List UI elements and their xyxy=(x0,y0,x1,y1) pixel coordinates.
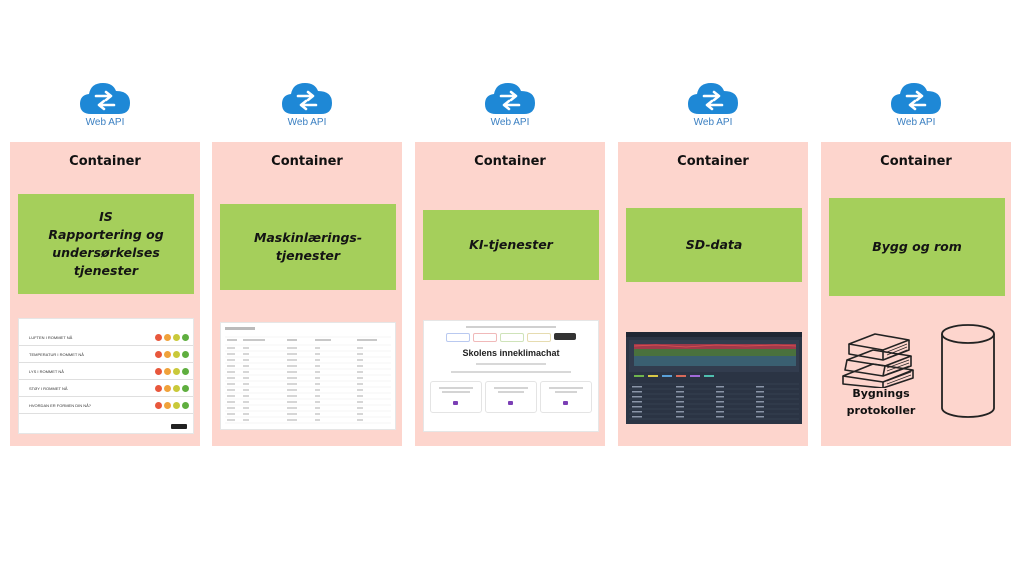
ki-chat-title: Skolens inneklimachat xyxy=(462,348,560,358)
web-api: Web API xyxy=(212,80,402,132)
cloud-api-icon xyxy=(485,83,535,114)
web-api: Web API xyxy=(415,80,605,132)
sd-dashboard-graphic xyxy=(626,332,802,420)
suggestion-card xyxy=(430,381,482,413)
container-title: Container xyxy=(271,154,343,169)
container-box: Container IS Rapportering og undersørkel… xyxy=(10,142,200,446)
container-box: Container Bygg og rom xyxy=(821,142,1011,446)
suggestion-card xyxy=(485,381,537,413)
service-line: undersørkelses xyxy=(52,245,160,260)
ki-chips xyxy=(424,333,598,342)
ki-suggestion-cards xyxy=(424,381,598,413)
container-title: Container xyxy=(677,154,749,169)
service-line: IS xyxy=(99,208,113,224)
service-label: KI-tjenester xyxy=(423,210,599,280)
ki-chat-screenshot: Skolens inneklimachat xyxy=(423,320,599,432)
ml-table-graphic xyxy=(225,327,391,424)
service-label: Bygg og rom xyxy=(829,198,1005,296)
container-box: Container SD-data xyxy=(618,142,808,446)
container-title: Container xyxy=(69,154,141,169)
web-api-label: Web API xyxy=(896,117,936,128)
building-protocols-label: Bygnings protokoller xyxy=(846,387,916,418)
service-line: Rapportering og xyxy=(48,226,164,242)
survey-screenshot: LUFTEN I ROMMET NÅ TEMPERATUR I ROMMET N… xyxy=(18,318,194,434)
container-title: Container xyxy=(474,154,546,169)
service-line: SD-data xyxy=(685,236,743,252)
survey-row: STØY I ROMMET NÅ xyxy=(19,380,193,397)
survey-row: TEMPERATUR I ROMMET NÅ xyxy=(19,346,193,363)
suggestion-card xyxy=(540,381,592,413)
web-api-label: Web API xyxy=(287,117,327,128)
survey-row: HVORDAN ER FORMEN DIN NÅ? xyxy=(19,397,193,414)
ml-table-screenshot xyxy=(220,322,396,430)
books-icon xyxy=(842,333,914,388)
web-api: Web API xyxy=(618,80,808,132)
cloud-api-icon xyxy=(891,83,941,114)
container-title: Container xyxy=(880,154,952,169)
web-api-label: Web API xyxy=(85,117,125,128)
service-line: KI-tjenester xyxy=(469,236,553,252)
web-api: Web API xyxy=(821,80,1011,132)
web-api-label: Web API xyxy=(693,117,733,128)
service-line: tjenester xyxy=(275,248,341,263)
survey-row: LUFTEN I ROMMET NÅ xyxy=(19,329,193,346)
cloud-api-icon xyxy=(688,83,738,114)
cloud-api-icon xyxy=(282,83,332,114)
service-line: Maskinlærings- xyxy=(253,229,363,245)
web-api-label: Web API xyxy=(490,117,530,128)
container-box: Container Maskinlærings- tjenester xyxy=(212,142,402,446)
service-label: SD-data xyxy=(626,208,802,282)
web-api: Web API xyxy=(10,80,200,132)
service-line: Bygg og rom xyxy=(872,238,962,254)
service-line: tjenester xyxy=(73,263,139,279)
sd-dashboard-screenshot xyxy=(626,332,802,424)
submit-button xyxy=(171,424,187,429)
survey-row: LYS I ROMMET NÅ xyxy=(19,363,193,380)
service-label: IS Rapportering og undersørkelses tjenes… xyxy=(18,194,194,294)
service-label: Maskinlærings- tjenester xyxy=(220,204,396,290)
container-box: Container KI-tjenester Skolens inneklima… xyxy=(415,142,605,446)
cloud-api-icon xyxy=(80,83,130,114)
database-cylinder-icon xyxy=(941,324,995,418)
